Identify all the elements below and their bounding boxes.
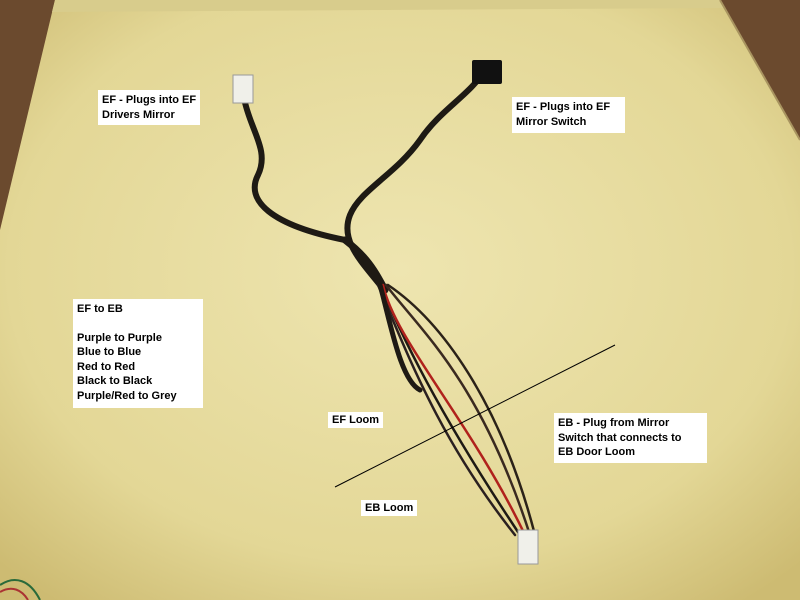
mapping-line: Black to Black — [77, 375, 153, 387]
label-ef-to-eb-mapping: EF to EB Purple to Purple Blue to Blue R… — [73, 299, 203, 408]
label-ef-drivers-mirror: EF - Plugs into EF Drivers Mirror — [98, 90, 201, 125]
label-ef-mirror-switch: EF - Plugs into EF Mirror Switch — [512, 97, 625, 133]
mapping-line: Purple/Red to Grey — [77, 389, 177, 402]
board-edge — [719, 0, 800, 141]
loom-divider-line — [334, 344, 616, 488]
connector-ef-mirror-switch — [472, 60, 502, 84]
wire-harness — [241, 67, 537, 537]
mapping-title: EF to EB — [77, 303, 123, 315]
label-eb-plug: EB - Plug from Mirror Switch that connec… — [554, 413, 707, 463]
label-ef-loom: EF Loom — [328, 412, 384, 428]
floor-wires — [0, 579, 41, 600]
connector-ef-drivers-mirror — [232, 74, 254, 104]
label-eb-loom: EB Loom — [361, 500, 418, 516]
mapping-line: Purple to Purple — [77, 331, 162, 344]
connector-eb-plug — [517, 529, 539, 565]
mapping-line: Blue to Blue — [77, 346, 142, 358]
mapping-line: Red to Red — [77, 360, 136, 373]
board-top-strip — [52, 0, 725, 12]
